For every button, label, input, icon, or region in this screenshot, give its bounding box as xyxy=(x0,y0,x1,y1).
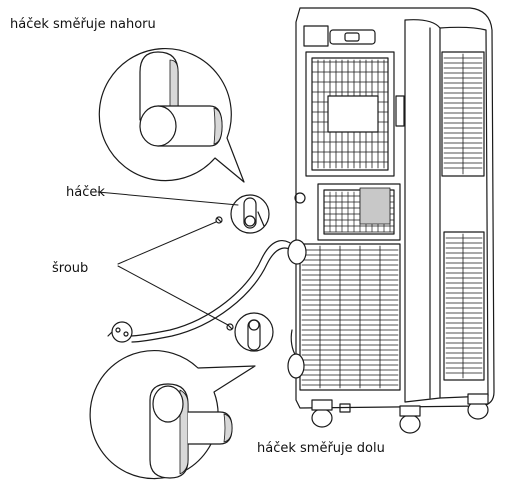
leader-lines xyxy=(97,191,239,326)
caster-wheel xyxy=(311,408,333,428)
hook-up-eye xyxy=(139,105,177,147)
caster-mount xyxy=(399,405,421,417)
caster-mount xyxy=(467,393,489,405)
upper-filter-grille xyxy=(305,51,395,177)
air-conditioner-unit xyxy=(294,7,495,434)
unit-side-face xyxy=(439,26,489,399)
cord-clamp-upper xyxy=(287,239,307,265)
screw-upper xyxy=(215,216,223,224)
leader-screw-lower xyxy=(117,265,229,326)
caster-wheels xyxy=(311,393,489,434)
hook-down-eye xyxy=(152,385,184,423)
cord-lower xyxy=(131,247,297,343)
carry-handle xyxy=(329,29,376,45)
rear-foot xyxy=(339,403,351,413)
power-cord xyxy=(107,239,307,379)
cord-drop xyxy=(290,329,297,357)
label-hook-down: háček směřuje dolu xyxy=(257,441,385,456)
cord-upper xyxy=(129,240,297,337)
middle-filter-grille xyxy=(317,183,401,241)
handle-grip xyxy=(344,32,360,42)
unit-side-panel xyxy=(404,19,441,403)
hook-lower-detail xyxy=(234,312,274,352)
screw-lower xyxy=(226,323,234,331)
top-vent xyxy=(303,25,329,47)
label-screw: šroub xyxy=(52,261,89,276)
drain-knob xyxy=(294,192,306,204)
callout-hook-up xyxy=(98,47,245,183)
leader-screw-upper xyxy=(117,221,217,265)
cord-clamp-lower xyxy=(287,353,305,379)
side-grille xyxy=(443,231,485,381)
caster-mount xyxy=(311,399,333,411)
label-hook-up: háček směřuje nahoru xyxy=(10,17,156,32)
upper-filter-tab xyxy=(327,95,379,133)
label-hook: háček xyxy=(66,185,105,200)
callout-hook-down xyxy=(89,350,256,480)
side-grille-upper xyxy=(441,51,485,177)
lower-grille xyxy=(299,243,401,391)
middle-filter-shade xyxy=(359,187,391,225)
back-latch xyxy=(395,95,405,127)
caster-wheel xyxy=(399,414,421,434)
hook-upper-detail xyxy=(230,194,270,234)
power-plug xyxy=(107,321,133,343)
leader-hook xyxy=(97,191,239,206)
